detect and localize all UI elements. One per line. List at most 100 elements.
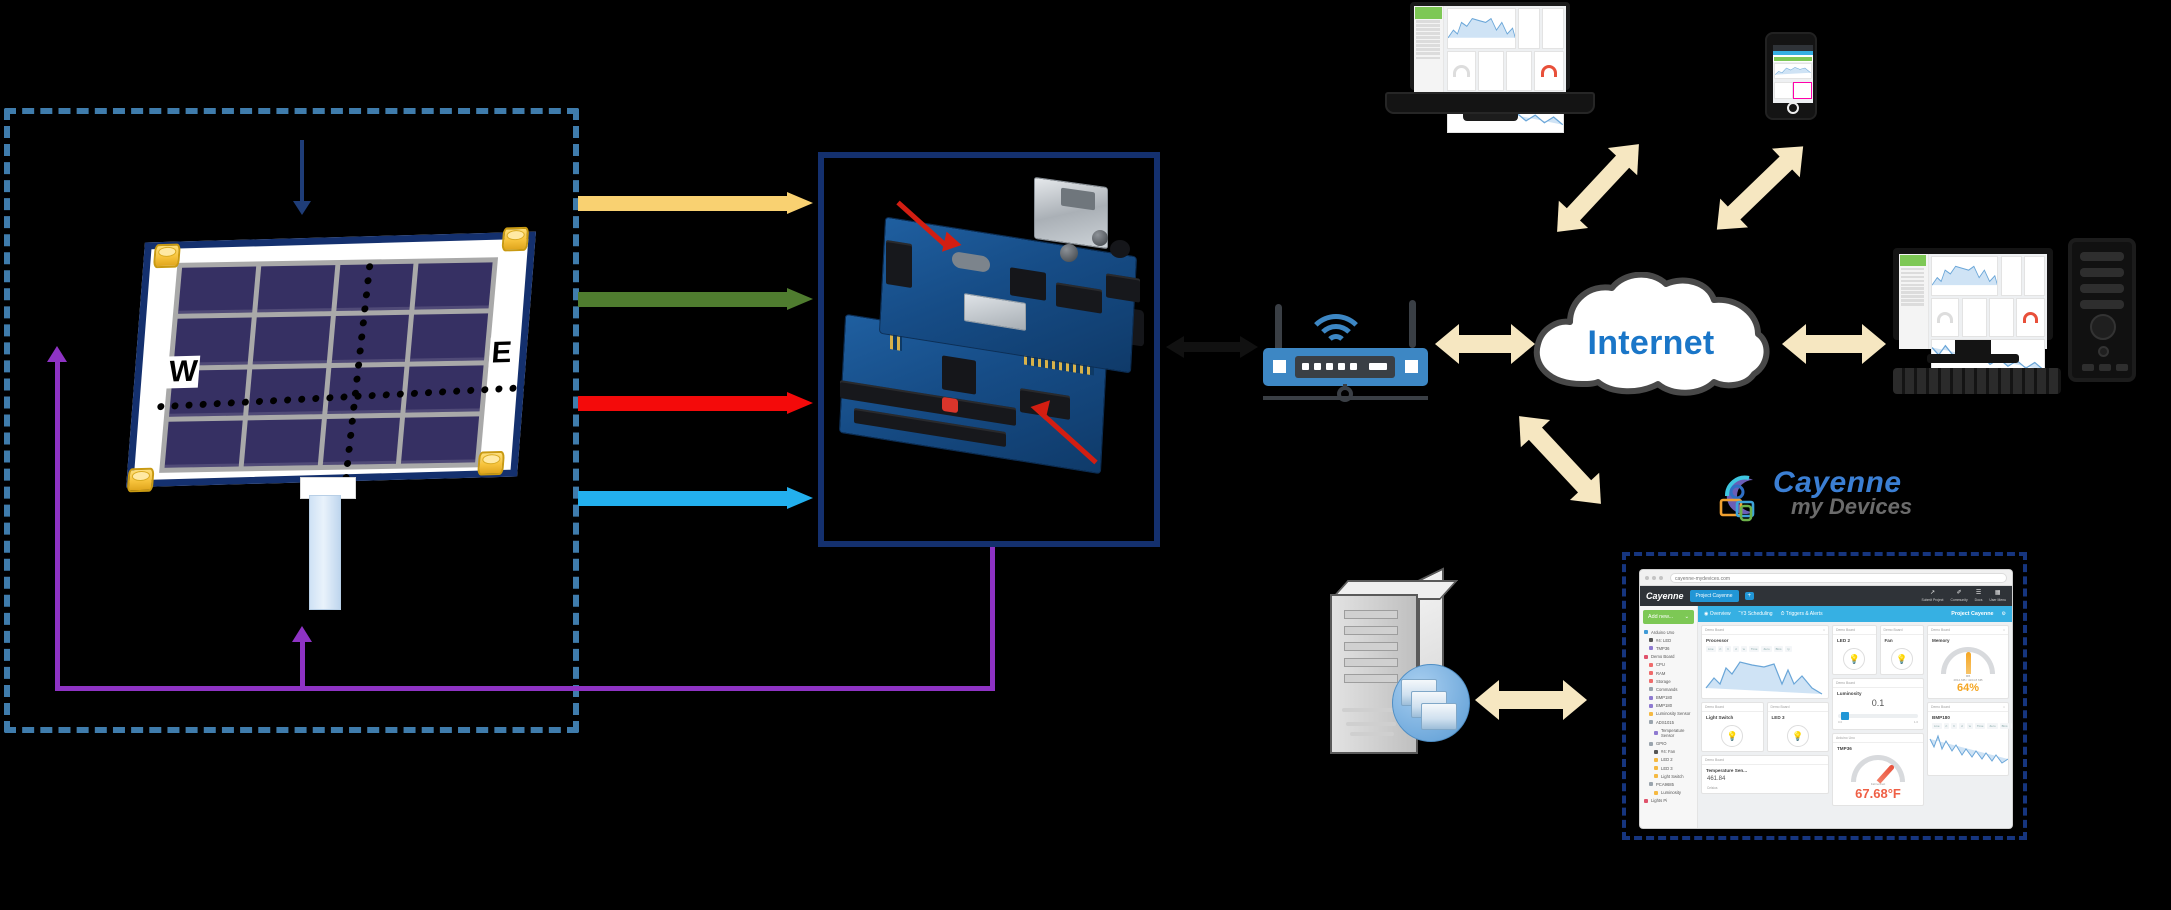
chart-range-chip[interactable]: Zero bbox=[1761, 646, 1772, 652]
luminosity-slider[interactable] bbox=[1838, 712, 1918, 720]
topbar-user-menu[interactable]: ▦ User Menu bbox=[1989, 589, 2006, 603]
dashboard-main: ◉ Overview Ὕ3 Scheduling ⏱ Triggers & Al… bbox=[1698, 606, 2012, 828]
solar-cell bbox=[331, 314, 410, 363]
chart-range-chip[interactable]: Zero bbox=[1987, 723, 1998, 729]
widget-memory[interactable]: Demo Board ○ Memory MB 2812.MB / 4264.8 … bbox=[1927, 625, 2009, 699]
widget-tmp36[interactable]: Arduino Uno TMP36 Fahrenheit 67.68°F bbox=[1832, 733, 1924, 806]
widget-fan[interactable]: Demo Board Fan 💡 bbox=[1879, 625, 1924, 675]
widget-menu-icon[interactable]: ○ bbox=[2002, 628, 2005, 632]
gear-icon[interactable]: ⚙ bbox=[2001, 611, 2006, 617]
widget-menu-icon[interactable]: ○ bbox=[1822, 628, 1825, 632]
subnav-project-name: Project Cayenne bbox=[1951, 611, 1994, 617]
topbar-actions: ↗ Submit Project ✐ Community ☰ Docs ▦ Us… bbox=[1921, 589, 2006, 603]
sidebar-item-bullet-icon bbox=[1649, 711, 1653, 716]
tab-triggers-alerts[interactable]: ⏱ Triggers & Alerts bbox=[1781, 611, 1823, 617]
monitor-base bbox=[1927, 354, 2019, 363]
sidebar-item-label: Light Switch bbox=[1661, 773, 1684, 779]
sidebar-item[interactable]: Demo Board bbox=[1643, 653, 1694, 661]
widget-temperature-sensor[interactable]: Demo Board Temperature Sen... 461.84 Cel… bbox=[1701, 755, 1829, 794]
cayenne-logo-subtitle: my Devices bbox=[1791, 494, 1913, 519]
sidebar-item[interactable]: Storage bbox=[1643, 677, 1694, 685]
sidebar-item-label: BMP180 bbox=[1656, 695, 1673, 701]
widget-source: Demo Board bbox=[1836, 681, 1856, 685]
topbar-community[interactable]: ✐ Community bbox=[1951, 589, 1968, 603]
chart-range-chip[interactable]: Live bbox=[1932, 723, 1942, 729]
arduino-uno-ethernet-shield-image bbox=[824, 158, 1154, 541]
sidebar-item[interactable]: #4: LED bbox=[1643, 636, 1694, 644]
cayenne-logo: Cayenne my Devices bbox=[1715, 466, 1930, 526]
sidebar-item[interactable]: GPIO bbox=[1643, 739, 1694, 747]
sidebar-item[interactable]: BMP180 bbox=[1643, 702, 1694, 710]
phone-screen bbox=[1773, 45, 1813, 103]
sidebar-item[interactable]: Light Switch bbox=[1643, 772, 1694, 780]
chart-range-chip[interactable]: Bins bbox=[1999, 723, 2010, 729]
chart-range-chip[interactable]: Time bbox=[1974, 723, 1986, 729]
widget-luminosity[interactable]: Demo Board Luminosity 0.1 0.0 1.0 bbox=[1832, 678, 1924, 730]
chart-range-chip[interactable]: w bbox=[1740, 646, 1747, 652]
sidebar-item[interactable]: PCA9685 bbox=[1643, 780, 1694, 788]
sidebar-item-bullet-icon bbox=[1649, 671, 1653, 676]
sidebar-item[interactable]: Lights Pi bbox=[1643, 797, 1694, 805]
tab-project-cayenne[interactable]: Project Cayenne bbox=[1689, 590, 1739, 602]
sensor-signal-arrow-green bbox=[578, 288, 813, 310]
led3-knob[interactable]: 💡 bbox=[1786, 725, 1809, 747]
sidebar-item[interactable]: BMP180 bbox=[1643, 694, 1694, 702]
sidebar-item[interactable]: LED 3 bbox=[1643, 764, 1694, 772]
chart-range-chip[interactable]: ty bbox=[1785, 646, 1792, 652]
topbar-docs[interactable]: ☰ Docs bbox=[1975, 589, 1983, 603]
widget-light-switch[interactable]: Demo Board Light Switch 💡 bbox=[1701, 702, 1764, 752]
topbar-submit-project[interactable]: ↗ Submit Project bbox=[1921, 589, 1943, 603]
tab-overview[interactable]: ◉ Overview bbox=[1704, 611, 1731, 617]
address-bar[interactable]: cayenne-mydevices.com bbox=[1670, 572, 2007, 583]
chart-range-chip[interactable]: d bbox=[1959, 723, 1965, 729]
sidebar-item[interactable]: TMP36 bbox=[1643, 644, 1694, 652]
sidebar-item[interactable]: ADS1015 bbox=[1643, 718, 1694, 726]
chart-range-chip[interactable]: w bbox=[1966, 723, 1973, 729]
cloud-shape-icon bbox=[1533, 272, 1770, 396]
chart-range-chip[interactable]: h bbox=[1951, 723, 1958, 729]
sidebar-item[interactable]: Temperature Sensor bbox=[1643, 726, 1694, 739]
chart-range-chip[interactable]: rt bbox=[1943, 723, 1950, 729]
sidebar-item[interactable]: LED 2 bbox=[1643, 756, 1694, 764]
chart-range-chip[interactable]: ty bbox=[2011, 723, 2012, 729]
sidebar-item[interactable]: RAM bbox=[1643, 669, 1694, 677]
power-path-stub bbox=[292, 626, 312, 690]
capacitor bbox=[1092, 230, 1108, 246]
chart-range-chip[interactable]: d bbox=[1733, 646, 1739, 652]
add-tab-button[interactable]: + bbox=[1744, 592, 1755, 600]
slider-handle[interactable] bbox=[1841, 712, 1850, 720]
widget-led3[interactable]: Demo Board LED 3 💡 bbox=[1766, 702, 1829, 752]
chart-range-chip[interactable]: rt bbox=[1717, 646, 1724, 652]
chart-range-chip[interactable]: Live bbox=[1706, 646, 1716, 652]
phone-home-button[interactable] bbox=[1787, 102, 1799, 114]
widget-menu-icon[interactable]: ○ bbox=[2002, 705, 2005, 709]
sidebar-item[interactable]: Commands bbox=[1643, 685, 1694, 693]
sidebar-item[interactable]: #4: Fan bbox=[1643, 748, 1694, 756]
sidebar-item-label: Temperature Sensor bbox=[1661, 727, 1685, 738]
sidebar-item[interactable]: CPU bbox=[1643, 661, 1694, 669]
solar-cell bbox=[164, 420, 243, 468]
widget-led2[interactable]: Demo Board LED 2 💡 bbox=[1832, 625, 1877, 675]
led2-knob[interactable]: 💡 bbox=[1843, 648, 1866, 670]
add-new-button[interactable]: Add new... ⌄ bbox=[1643, 610, 1694, 624]
tab-scheduling[interactable]: Ὕ3 Scheduling bbox=[1739, 611, 1773, 617]
solar-cell bbox=[335, 263, 414, 312]
light-switch-knob[interactable]: 💡 bbox=[1721, 725, 1744, 747]
internet-label: Internet bbox=[1587, 324, 1715, 362]
ethernet-shield-pointer-arrow bbox=[896, 200, 962, 259]
chart-range-chip[interactable]: Time bbox=[1748, 646, 1760, 652]
chart-range-chip[interactable]: Bins bbox=[1773, 646, 1784, 652]
browser-toolbar: cayenne-mydevices.com bbox=[1640, 570, 2012, 586]
fan-knob[interactable]: 💡 bbox=[1890, 648, 1913, 670]
power-path-bottom bbox=[55, 686, 995, 691]
chart-range-chip[interactable]: h bbox=[1725, 646, 1732, 652]
solar-cell bbox=[243, 418, 322, 467]
sidebar-item-bullet-icon bbox=[1649, 703, 1653, 708]
sidebar-item[interactable]: Arduino Uno bbox=[1643, 628, 1694, 636]
sidebar-item[interactable]: Luminosity Sensor bbox=[1643, 710, 1694, 718]
sidebar-item[interactable]: Luminosity bbox=[1643, 789, 1694, 797]
